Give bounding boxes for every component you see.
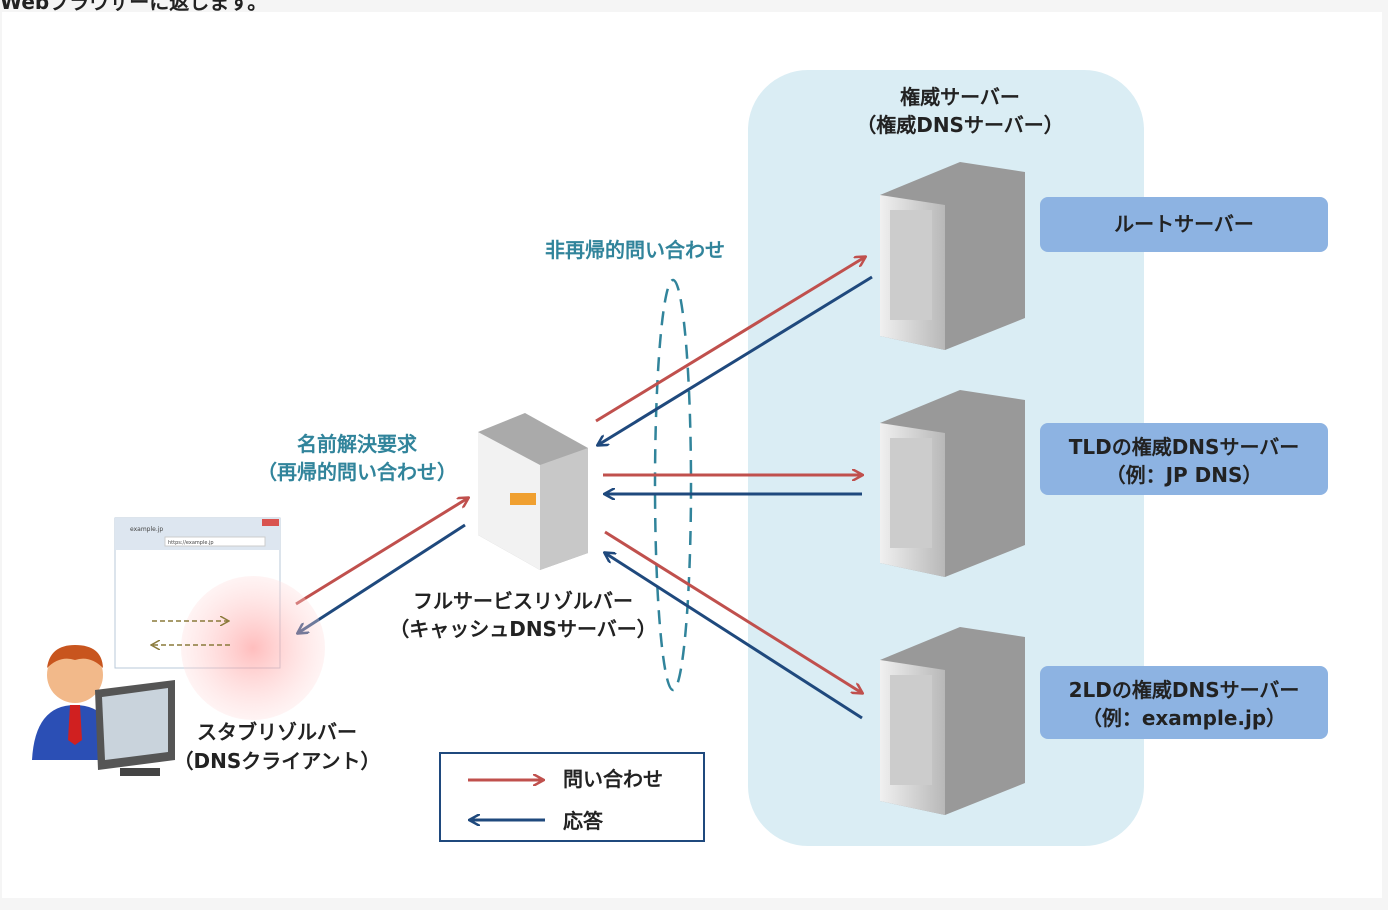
root-server-label: ルートサーバー (1114, 212, 1254, 236)
2ld-server-sub: （例：example.jp） (1082, 706, 1286, 730)
legend-query: 問い合わせ (563, 767, 663, 791)
response-arrow-recursive (298, 523, 466, 633)
root-server-box (1040, 197, 1328, 252)
authoritative-subtitle: （権威DNSサーバー） (856, 113, 1064, 137)
non-recursive-ellipse (653, 278, 693, 692)
tld-server-box (1040, 423, 1328, 495)
tld-server-label: TLDの権威DNSサーバー (1069, 435, 1300, 459)
response-arrow-root (598, 275, 873, 445)
user-at-computer-icon (32, 645, 175, 776)
server-icon (880, 390, 1025, 577)
non-recursive-label: 非再帰的問い合わせ (545, 238, 725, 262)
2ld-server-label: 2LDの権威DNSサーバー (1069, 678, 1300, 702)
query-arrow-2ld (604, 530, 862, 693)
server-icon (880, 162, 1025, 350)
response-arrow-2ld (605, 553, 863, 720)
legend-response: 応答 (563, 809, 604, 833)
stub-sub: （DNSクライアント） (174, 749, 381, 773)
browser-tab: example.jp (130, 526, 163, 533)
authoritative-title: 権威サーバー (900, 85, 1020, 109)
recursive-label: 名前解決要求 (297, 432, 418, 456)
query-arrow-recursive (295, 498, 468, 606)
highlight-glow (181, 576, 325, 720)
legend: 問い合わせ 応答 (439, 752, 705, 842)
resolver-sub: （キャッシュDNSサーバー） (389, 617, 657, 641)
resolver-server-icon (478, 413, 588, 570)
query-arrow-root (595, 257, 865, 423)
browser-url: https://example.jp (168, 540, 214, 546)
recursive-sub: （再帰的問い合わせ） (257, 460, 457, 484)
stub-label: スタブリゾルバー (197, 720, 357, 744)
2ld-server-box (1040, 666, 1328, 739)
resolver-label: フルサービスリゾルバー (413, 589, 633, 613)
server-icon (880, 627, 1025, 815)
tld-server-sub: （例：JP DNS） (1106, 463, 1263, 487)
page-text: Webブラウザーに返します。 (0, 0, 268, 14)
